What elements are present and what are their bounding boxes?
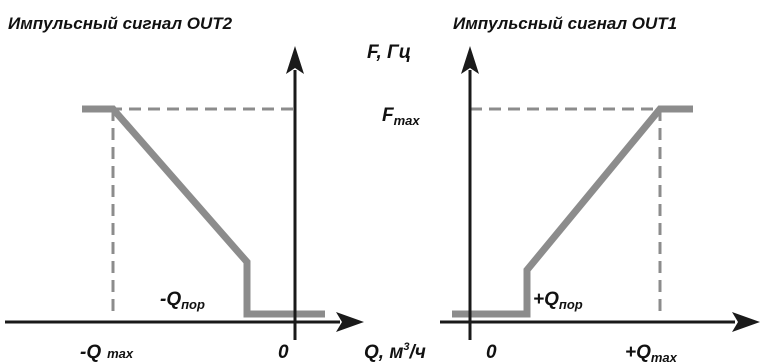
left-signal-curve: [82, 105, 325, 318]
right-qpor-label: +Qпор: [533, 289, 583, 312]
left-x-axis-arrow: [336, 312, 364, 332]
right-x-axis-arrow: [732, 312, 760, 332]
right-plot: +Qпор +Qmax 0: [440, 46, 760, 363]
left-qpor-label: -Qпор: [160, 289, 205, 312]
left-plot-title: Импульсный сигнал OUT2: [8, 14, 233, 33]
left-zero-label: 0: [278, 342, 289, 363]
x-axis-label: Q, м3/ч: [364, 341, 426, 363]
y-axis-label: F, Гц: [367, 42, 411, 63]
fmax-label: Fmax: [382, 105, 420, 128]
right-signal-curve: [452, 105, 693, 318]
left-y-axis-arrow: [286, 46, 304, 74]
right-plot-title: Импульсный сигнал OUT1: [453, 14, 677, 33]
right-zero-label: 0: [486, 342, 497, 363]
right-qmax-label: +Qmax: [625, 342, 678, 363]
right-y-axis-arrow: [461, 46, 479, 74]
